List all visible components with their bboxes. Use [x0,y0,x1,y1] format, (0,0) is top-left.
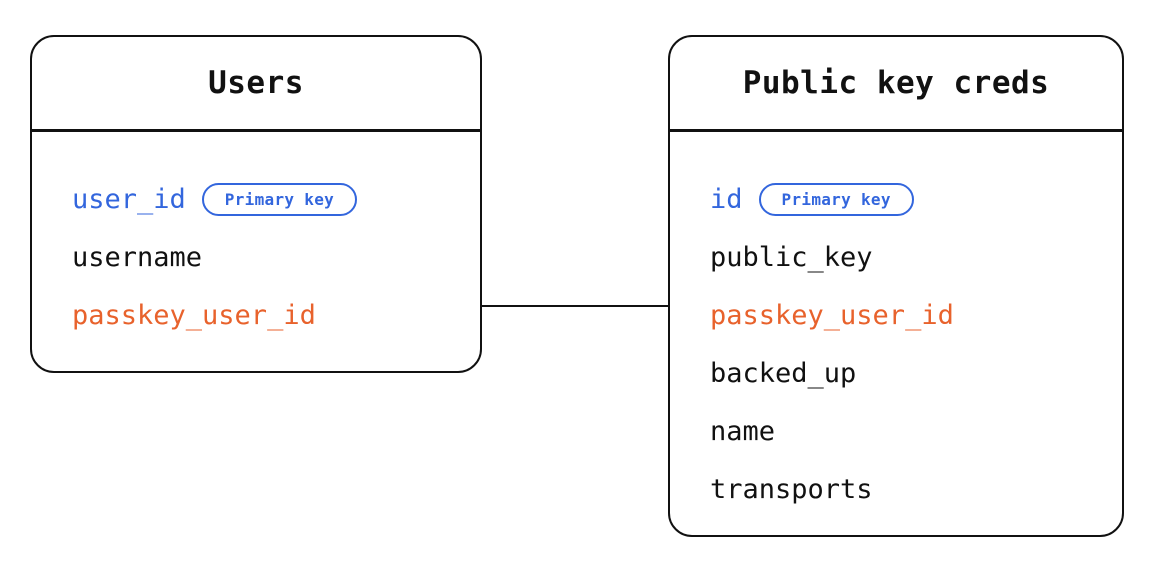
field-row-name[interactable]: name [710,402,1122,460]
entity-title-public-key-creds: Public key creds [742,65,1050,101]
field-row-backed-up[interactable]: backed_up [710,344,1122,402]
field-name-name: name [710,415,776,447]
field-row-passkey-user-id[interactable]: passkey_user_id [72,286,480,344]
field-row-public-key[interactable]: public_key [710,228,1122,286]
entity-header-public-key-creds: Public key creds [670,37,1122,132]
entity-box-users[interactable]: Users user_id Primary key username passk… [30,35,482,373]
field-name-public-key: public_key [710,241,873,273]
entity-field-list-users: user_id Primary key username passkey_use… [32,131,480,371]
entity-header-users: Users [32,37,480,132]
primary-key-badge: Primary key [758,182,914,216]
field-name-id: id [710,183,743,215]
field-row-username[interactable]: username [72,228,480,286]
field-name-user-id: user_id [72,183,186,215]
field-row-id[interactable]: id Primary key [710,170,1122,228]
entity-box-public-key-creds[interactable]: Public key creds id Primary key public_k… [668,35,1124,537]
field-row-user-id[interactable]: user_id Primary key [72,170,480,228]
field-row-transports[interactable]: transports [710,460,1122,518]
field-name-username: username [72,241,203,273]
entity-field-list-public-key-creds: id Primary key public_key passkey_user_i… [670,131,1122,535]
field-name-backed-up: backed_up [710,357,857,389]
field-row-passkey-user-id[interactable]: passkey_user_id [710,286,1122,344]
relationship-connector-line [480,305,670,307]
entity-title-users: Users [208,65,304,101]
field-name-passkey-user-id: passkey_user_id [710,299,954,331]
field-name-passkey-user-id: passkey_user_id [72,299,316,331]
field-name-transports: transports [710,473,873,505]
primary-key-badge: Primary key [201,182,358,216]
